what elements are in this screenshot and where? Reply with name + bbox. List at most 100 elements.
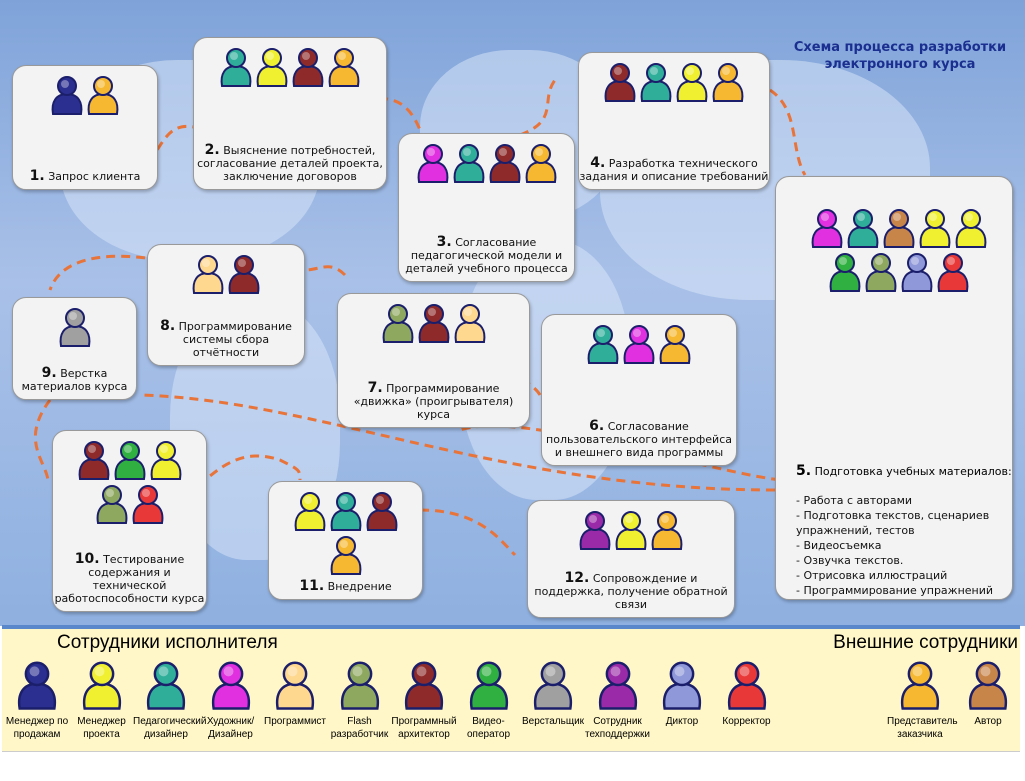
step-box-11: 11. Внедрение: [268, 481, 423, 600]
step-box-7: 7. Программирование «движка» (проигрыват…: [337, 293, 530, 428]
person-icon: [114, 441, 145, 480]
role-label: Представитель заказчика: [887, 716, 958, 740]
person-icon: [598, 661, 637, 710]
person-icon: [615, 511, 647, 550]
person-icon: [292, 48, 324, 87]
person-icon: [676, 63, 708, 102]
person-icon: [587, 325, 619, 364]
person-icon: [404, 661, 444, 710]
task-item: - Подготовка текстов, сценариев упражнен…: [796, 509, 990, 537]
roles-legend: Сотрудники исполнителя Внешние сотрудник…: [2, 625, 1020, 752]
step-task-list: - Работа с авторами - Подготовка текстов,…: [796, 493, 1012, 598]
step-caption: 2. Выяснение потребностей, согласование …: [197, 142, 383, 183]
legend-role: Художник/ Дизайнер: [198, 659, 264, 741]
legend-role: Программист: [262, 659, 328, 728]
person-icon: [640, 63, 672, 102]
person-icon: [847, 209, 879, 248]
role-label: Педагогический дизайнер: [133, 716, 207, 740]
person-icon: [937, 253, 969, 292]
role-label: Корректор: [722, 716, 771, 727]
role-label: Видео-оператор: [466, 716, 511, 740]
task-item: - Видеосъемка: [796, 539, 882, 552]
person-icon: [919, 209, 951, 248]
step-box-6: 6. Согласование пользовательского интерф…: [541, 314, 737, 466]
role-label: Менеджер проекта: [77, 716, 126, 740]
person-icon: [865, 253, 897, 292]
person-icon: [525, 144, 556, 183]
person-icon: [328, 48, 360, 87]
person-icon: [418, 304, 449, 343]
step-caption: 8. Программирование системы сбора отчётн…: [160, 318, 292, 359]
person-icon: [417, 144, 448, 183]
step-people: [21, 306, 128, 348]
legend-role: Flash разработчик: [327, 659, 393, 741]
task-item: - Отрисовка иллюстраций: [796, 569, 948, 582]
step-box-1: 1. Запрос клиента: [12, 65, 158, 190]
person-icon: [96, 485, 127, 524]
person-icon: [17, 661, 57, 710]
person-icon: [275, 661, 315, 710]
person-icon: [623, 325, 655, 364]
person-icon: [59, 308, 90, 347]
step-caption: 5. Подготовка учебных материалов:: [796, 463, 1012, 479]
person-icon: [340, 661, 379, 710]
step-caption: 1. Запрос клиента: [29, 168, 141, 184]
person-icon: [454, 304, 485, 343]
person-icon: [968, 661, 1008, 710]
diagram-title: Схема процесса разработки электронного к…: [793, 40, 1007, 72]
person-icon: [712, 63, 744, 102]
person-icon: [228, 255, 260, 294]
person-icon: [78, 441, 109, 480]
legend-external-staff-title: Внешние сотрудники: [833, 632, 1018, 653]
legend-role: Представитель заказчика: [887, 659, 958, 741]
person-icon: [662, 661, 702, 710]
step-people: [21, 74, 149, 116]
person-icon: [382, 304, 413, 343]
role-label: Программный архитектор: [391, 716, 457, 740]
person-icon: [727, 661, 766, 710]
legend-role: Видео-оператор: [456, 659, 522, 741]
person-icon: [150, 441, 181, 480]
person-icon: [330, 492, 361, 531]
legend-role: Верстальщик: [520, 659, 586, 728]
step-box-12: 12. Сопровождение и поддержка, получение…: [527, 500, 735, 618]
role-label: Художник/ Дизайнер: [206, 716, 255, 740]
role-label: Программист: [264, 716, 326, 727]
person-icon: [366, 492, 397, 531]
person-icon: [211, 661, 250, 710]
person-icon: [811, 209, 843, 248]
step-people: [587, 61, 761, 103]
person-icon: [220, 48, 252, 87]
step-caption: 4. Разработка технического задания и опи…: [579, 155, 769, 183]
person-icon: [659, 325, 691, 364]
step-people: [202, 46, 378, 88]
step-box-9: 9. Верстка материалов курса: [12, 297, 137, 400]
person-icon: [829, 253, 861, 292]
person-icon: [604, 63, 636, 102]
task-item: - Работа с авторами: [796, 494, 913, 507]
step-caption: 12. Сопровождение и поддержка, получение…: [534, 570, 728, 611]
step-people: [407, 142, 566, 184]
role-label: Диктор: [665, 716, 699, 727]
person-icon: [132, 485, 163, 524]
step-people: [277, 490, 414, 576]
person-icon: [146, 661, 186, 710]
step-box-8: 8. Программирование системы сбора отчётн…: [147, 244, 305, 366]
step-box-3: 3. Согласование педагогической модели и …: [398, 133, 575, 282]
person-icon: [192, 255, 224, 294]
role-label: Менеджер по продажам: [5, 716, 69, 740]
step-caption: 7. Программирование «движка» (проигрыват…: [353, 380, 514, 421]
step-people: [346, 302, 521, 344]
step-people: [156, 253, 296, 295]
role-label: Flash разработчик: [330, 716, 389, 740]
person-icon: [51, 76, 83, 115]
legend-role: Менеджер проекта: [69, 659, 135, 741]
person-icon: [330, 536, 361, 575]
step-caption: 10. Тестирование содержания и техническо…: [54, 551, 205, 605]
step-people: [536, 509, 726, 551]
step-box-10: 10. Тестирование содержания и техническо…: [52, 430, 207, 612]
person-icon: [82, 661, 121, 710]
step-people: [550, 323, 728, 365]
role-label: Сотрудник техподдержки: [584, 716, 650, 740]
person-icon: [901, 253, 933, 292]
